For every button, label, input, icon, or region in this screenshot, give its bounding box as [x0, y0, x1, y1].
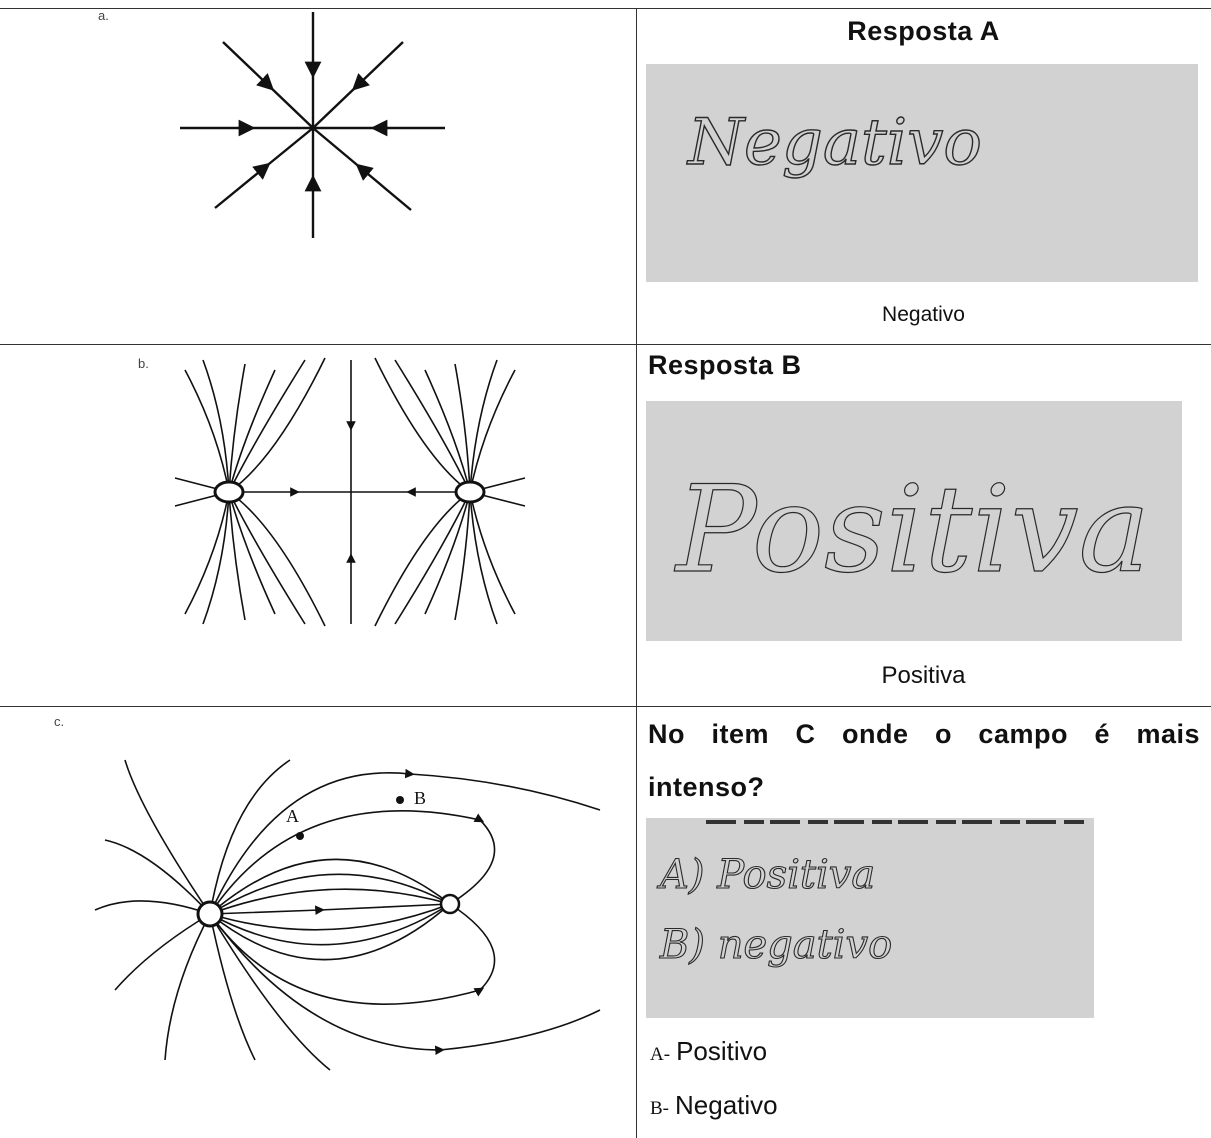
handwritten-line-b: B) negativo — [659, 922, 892, 968]
response-b-heading: Resposta B — [648, 350, 802, 380]
handwritten-negativo: Negativo — [686, 106, 982, 180]
response-b-caption: Positiva — [881, 662, 966, 689]
handwritten-positiva: Positiva — [674, 461, 1150, 600]
option-b-marker: B- — [650, 1098, 669, 1119]
dipole-field-diagram — [174, 357, 526, 627]
point-a-label: A — [286, 806, 299, 826]
handwriting-scan-b: Positiva — [646, 401, 1182, 641]
row-divider-1 — [0, 344, 1211, 345]
handwriting-scan-a: Negativo — [646, 64, 1198, 282]
unequal-charges-field-diagram: A B — [94, 759, 601, 1071]
column-divider — [636, 8, 637, 1138]
option-b-text: Negativo — [675, 1090, 778, 1120]
option-b: B- Negativo — [650, 1090, 778, 1121]
option-a: A-Positivo — [650, 1036, 767, 1067]
table-top-rule — [0, 8, 1211, 9]
figure-a-label: a. — [98, 8, 109, 23]
option-a-text: Positivo — [676, 1036, 768, 1066]
handwriting-scan-c: A) Positiva B) negativo — [646, 818, 1094, 1018]
figure-b-label: b. — [138, 356, 149, 371]
question-c-heading-line1: No item C onde o campo é mais — [648, 719, 1200, 749]
handwritten-line-a: A) Positiva — [656, 852, 875, 898]
row-divider-2 — [0, 706, 1211, 707]
point-b-label: B — [414, 788, 426, 808]
response-a-caption: Negativo — [882, 303, 965, 326]
radial-field-diagram — [180, 12, 445, 238]
option-a-marker: A- — [650, 1044, 671, 1065]
response-a-heading: Resposta A — [847, 16, 1000, 46]
figure-c-label: c. — [54, 714, 65, 729]
question-c-heading-line2: intenso? — [648, 772, 765, 802]
